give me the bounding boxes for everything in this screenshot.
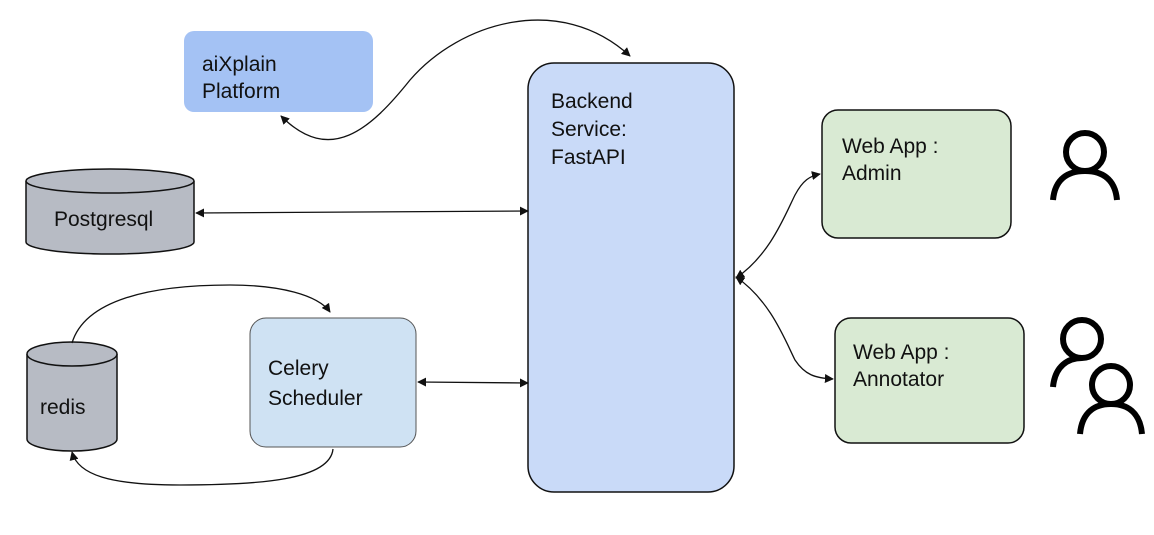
connectors xyxy=(69,19,834,486)
postgresql-label: Postgresql xyxy=(54,208,153,231)
user-icon xyxy=(1050,130,1120,201)
annotator-label-line-2: Annotator xyxy=(853,368,944,391)
web-app-admin-node: Web App : Admin xyxy=(821,109,1012,239)
admin-label-line-1: Web App : xyxy=(842,135,939,158)
aixplain-label-line-1: aiXplain xyxy=(202,53,277,76)
backend-service-node: Backend Service: FastAPI xyxy=(527,62,735,493)
annotator-label-line-1: Web App : xyxy=(853,341,950,364)
connector-postgres-backend xyxy=(195,206,529,218)
connector-backend-annotator xyxy=(735,276,834,384)
admin-label-line-2: Admin xyxy=(842,162,902,185)
users-icon xyxy=(1050,317,1145,435)
aixplain-label-line-2: Platform xyxy=(202,80,280,103)
redis-label: redis xyxy=(40,396,86,419)
connector-backend-admin xyxy=(735,171,821,279)
connector-celery-redis xyxy=(69,448,334,486)
celery-scheduler-node: Celery Scheduler xyxy=(249,317,417,448)
web-app-annotator-node: Web App : Annotator xyxy=(834,317,1025,444)
aixplain-platform-node: aiXplain Platform xyxy=(184,31,373,112)
connector-aixplain-backend xyxy=(280,19,631,141)
connector-redis-celery xyxy=(71,284,331,344)
backend-label-line-2: Service: xyxy=(551,118,627,141)
backend-label-line-3: FastAPI xyxy=(551,146,626,169)
celery-label-line-1: Celery xyxy=(268,357,329,380)
backend-label-line-1: Backend xyxy=(551,90,633,113)
connector-celery-backend xyxy=(417,377,529,388)
redis-database-node: redis xyxy=(26,341,118,452)
postgresql-database-node: Postgresql xyxy=(25,168,195,255)
celery-label-line-2: Scheduler xyxy=(268,387,363,410)
